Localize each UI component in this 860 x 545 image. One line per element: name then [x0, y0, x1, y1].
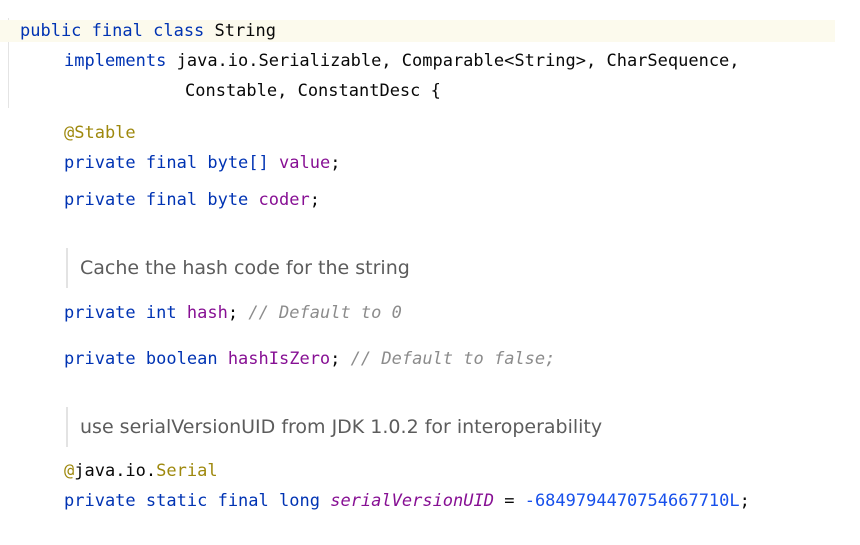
keyword: private	[64, 190, 136, 210]
annotation-package: java.io.	[74, 461, 157, 481]
keyword: static	[145, 491, 208, 511]
code-line-field-hashiszero[interactable]: private boolean hashIsZero; // Default t…	[0, 348, 860, 370]
keyword: final	[91, 21, 143, 41]
rendered-doc-comment: use serialVersionUID from JDK 1.0.2 for …	[66, 407, 602, 447]
code-line-field-coder[interactable]: private final byte coder;	[0, 189, 860, 211]
code-line-implements[interactable]: implements java.io.Serializable, Compara…	[0, 50, 860, 72]
keyword: int	[145, 303, 177, 323]
punctuation: ;	[330, 349, 341, 369]
keyword: class	[153, 21, 205, 41]
keyword: private	[64, 491, 136, 511]
code-line-class-decl[interactable]: public final class String	[0, 20, 835, 42]
keyword: private	[64, 303, 136, 323]
keyword: final	[217, 491, 269, 511]
keyword: byte[]	[207, 153, 269, 173]
keyword: private	[64, 153, 136, 173]
keyword: final	[145, 190, 198, 210]
keyword: byte	[207, 190, 249, 210]
code-line-field-hash[interactable]: private int hash; // Default to 0	[0, 302, 860, 324]
field-name: coder	[258, 190, 310, 210]
keyword: final	[145, 153, 198, 173]
number-literal: -6849794470754667710L	[524, 491, 740, 511]
annotation-name: Serial	[156, 461, 218, 481]
static-field-name: serialVersionUID	[330, 491, 494, 511]
code-line-implements-cont[interactable]: Constable, ConstantDesc {	[0, 80, 860, 102]
operator: =	[493, 491, 525, 511]
keyword: boolean	[145, 349, 218, 369]
punctuation: ;	[330, 153, 341, 173]
keyword: private	[64, 349, 136, 369]
punctuation: ;	[309, 190, 320, 210]
code-text: java.io.Serializable, Comparable<String>…	[176, 51, 740, 71]
class-name: String	[214, 21, 276, 41]
code-line-field-value[interactable]: private final byte[] value;	[0, 152, 860, 174]
field-name: hashIsZero	[227, 349, 331, 369]
annotation: @Stable	[64, 123, 136, 143]
keyword: implements	[64, 51, 167, 71]
field-name: hash	[186, 303, 228, 323]
punctuation: ;	[739, 491, 750, 511]
code-line-annotation-stable[interactable]: @Stable	[0, 122, 860, 144]
line-comment: // Default to 0	[248, 303, 402, 323]
rendered-doc-comment: Cache the hash code for the string	[66, 248, 410, 288]
keyword: long	[279, 491, 320, 511]
gutter-fold-bar	[8, 18, 9, 108]
code-line-serialversionuid[interactable]: private static final long serialVersionU…	[0, 490, 860, 512]
keyword: public	[20, 21, 82, 41]
code-text: Constable, ConstantDesc {	[185, 81, 441, 101]
annotation-at: @	[64, 461, 75, 481]
code-line-annotation-serial[interactable]: @java.io.Serial	[0, 460, 860, 482]
field-name: value	[279, 153, 331, 173]
line-comment: // Default to false;	[350, 349, 556, 369]
punctuation: ;	[227, 303, 239, 323]
